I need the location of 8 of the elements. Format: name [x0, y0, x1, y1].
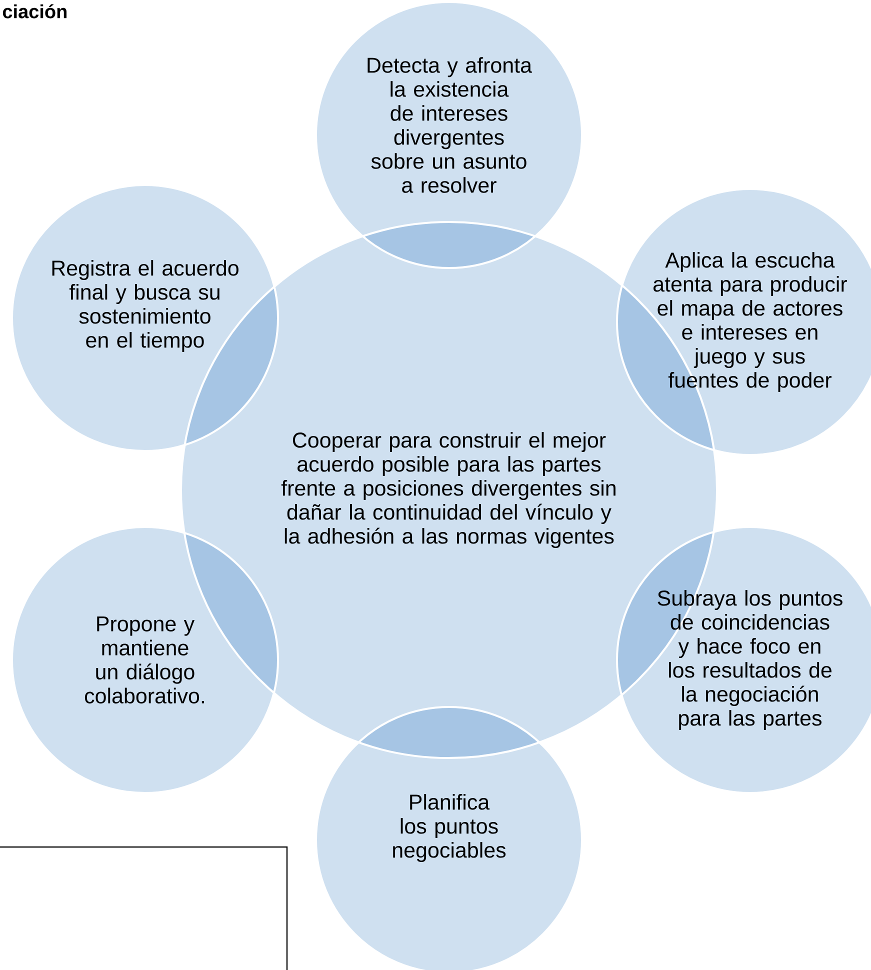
circle-text: Planifica los puntos negociables	[393, 794, 506, 862]
circle-text: Propone y mantiene un diálogo colaborativo.	[84, 616, 204, 704]
circle-text: Cooperar para construir el mejor acuerdo posible para las partes frente a posiciones divergentes sin dañar la continuidad del vínculo y la adhesión a las normas vigentes	[281, 432, 616, 548]
circle-text: Aplica la escucha atenta para producir el mapa de actores e intereses en juego y sus fuentes de poder	[654, 252, 848, 392]
circle-text: Subraya los puntos de coincidencias y hace foco en los resultados de la negociación para las partes	[658, 590, 842, 730]
title: ciación	[2, 4, 66, 18]
circle-text: Registra el acuerdo final y busca su sostenimiento en el tiempo	[52, 260, 238, 352]
circle-text: Detecta y afronta la existencia de intereses divergentes sobre un asunto a resolver	[368, 57, 532, 193]
